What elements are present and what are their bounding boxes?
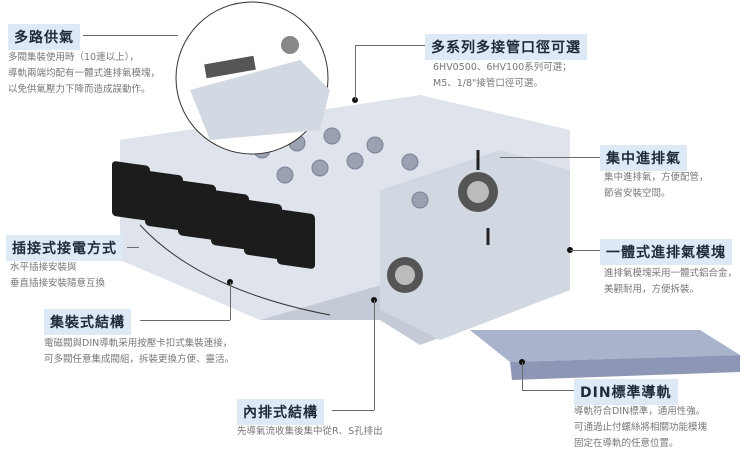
callout-desc-manifold: 電磁閥與DIN導軌采用按壓卡扣式集裝連接， 可多閥任意集成閥組，拆裝更換方便、靈… (44, 336, 234, 368)
connector-line (374, 300, 375, 410)
connector-line (83, 35, 178, 36)
connector-line (500, 157, 600, 158)
callout-title-manifold: 集裝式結構 (44, 309, 131, 335)
desc-line: 多閥集裝使用時（10連以上）， (8, 52, 139, 63)
callout-title-port-options: 多系列多接管口徑可選 (425, 34, 587, 60)
desc-line: 導軌符合DIN標準，通用性強。 (574, 406, 706, 417)
desc-line: 集中進排氣，方便配管， (604, 172, 709, 183)
callout-desc-plug-in: 水平插接安裝與 垂直插接安裝隨意互換 (10, 260, 105, 292)
din-rail (470, 330, 740, 362)
connector-line (230, 282, 231, 320)
desc-line: 以免供氣壓力下降而造成誤動作。 (8, 84, 151, 95)
desc-line: M5、1/8"接管口徑可選。 (433, 78, 543, 89)
desc-line: 電磁閥與DIN導軌采用按壓卡扣式集裝連接， (44, 338, 233, 349)
callout-title-multi-supply: 多路供氣 (8, 24, 80, 50)
desc-line: 水平插接安裝與 (10, 262, 77, 273)
callout-title-central-exhaust: 集中進排氣 (600, 145, 687, 171)
callout-desc-integrated-module: 進排氣模塊采用一體式鋁合金， 美觀耐用，方便拆裝。 (604, 266, 737, 298)
desc-line: 進排氣模塊采用一體式鋁合金， (604, 268, 738, 279)
connector-line (355, 45, 427, 46)
connector-line (522, 390, 574, 391)
desc-line: 美觀耐用，方便拆裝。 (604, 284, 700, 295)
callout-title-internal-exhaust: 內排式結構 (237, 399, 324, 425)
desc-line: 可通過止付螺絲將相關功能模塊 (574, 422, 708, 433)
desc-line: 可多閥任意集成閥組，拆裝更換方便、靈活。 (44, 354, 235, 365)
callout-desc-central-exhaust: 集中進排氣，方便配管， 節省安裝空間。 (604, 170, 709, 202)
desc-line: 固定在導軌的任意位置。 (574, 438, 679, 449)
desc-line: 節省安裝空間。 (604, 188, 671, 199)
connector-line (332, 410, 374, 411)
callout-desc-din-rail: 導軌符合DIN標準，通用性強。 可通過止付螺絲將相關功能模塊 固定在導軌的任意位… (574, 404, 707, 452)
connector-line (355, 45, 356, 100)
connector-line (127, 247, 139, 248)
desc-line: 垂直插接安裝隨意互換 (10, 278, 106, 289)
connector-line (522, 362, 523, 390)
callout-desc-multi-supply: 多閥集裝使用時（10連以上）， 導軌兩端均配有一體式進排氣模塊， 以免供氣壓力下… (8, 50, 160, 98)
callout-desc-internal-exhaust: 先導氣流收集後集中從R、S孔排出 (237, 424, 383, 440)
connector-line (570, 250, 600, 251)
desc-line: 6HV0500、6HV100系列可選； (433, 62, 572, 73)
solenoid-coils (112, 161, 315, 269)
desc-line: 導軌兩端均配有一體式進排氣模塊， (8, 68, 161, 79)
desc-line: 先導氣流收集後集中從R、S孔排出 (237, 426, 383, 437)
callout-title-integrated-module: 一體式進排氣模塊 (600, 239, 732, 265)
connector-line (140, 320, 230, 321)
callout-title-din-rail: DIN標準導軌 (574, 379, 678, 405)
callout-title-plug-in: 插接式接電方式 (6, 235, 123, 261)
callout-desc-port-options: 6HV0500、6HV100系列可選； M5、1/8"接管口徑可選。 (433, 60, 572, 92)
